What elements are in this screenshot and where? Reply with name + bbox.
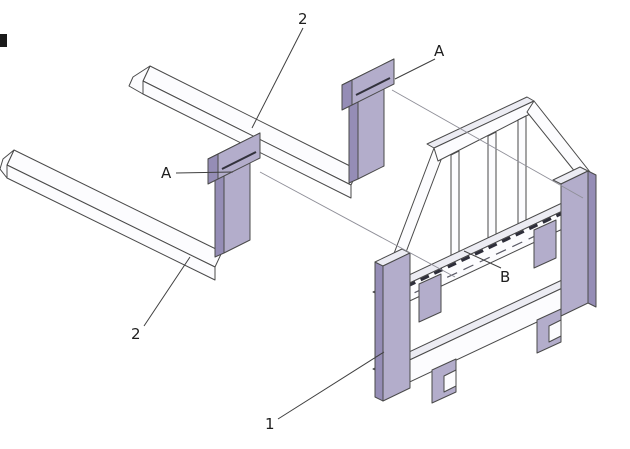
- alignment-lines: [259, 89, 584, 278]
- leader-bottom-bracket: [175, 171, 234, 174]
- label-top-fork: 2: [298, 10, 308, 28]
- leader-frame: [277, 351, 385, 420]
- left-end-plate: [382, 252, 411, 402]
- fork-hook-seat-left: [418, 273, 442, 323]
- fork-hook-seat-right: [533, 219, 557, 269]
- label-top-bracket: A: [434, 42, 445, 60]
- guard-right-diagonal: [526, 100, 591, 179]
- lower-fork-bracket-front: [217, 132, 261, 180]
- left-end-plate-side: [374, 261, 384, 402]
- upper-fork-bracket-slot: [355, 77, 391, 96]
- callouts: 2 A A 2 B 1: [131, 10, 510, 433]
- assembly-line-lower: [259, 171, 456, 278]
- label-frame: 1: [265, 415, 275, 433]
- right-end-plate: [560, 170, 589, 317]
- lower-fork-blade-front: [6, 164, 216, 281]
- label-hanger-bar: B: [500, 268, 510, 286]
- right-end-plate-side: [587, 170, 597, 308]
- guard-bar-3: [517, 115, 527, 231]
- label-bottom-fork: 2: [131, 325, 141, 343]
- guard-left-diagonal: [389, 147, 445, 269]
- leader-top-fork: [251, 27, 304, 129]
- lower-fork-bracket-side: [207, 153, 219, 185]
- leader-hanger-bar: [463, 250, 502, 269]
- leader-top-bracket: [394, 58, 436, 80]
- upper-fork-bracket-side: [341, 79, 353, 111]
- upper-fork-bracket-front: [351, 58, 395, 106]
- assembly-line-upper: [391, 89, 584, 199]
- hanger-notch-strip: [379, 201, 585, 301]
- lower-fork-blade-tip: [0, 149, 15, 179]
- upper-fork-blade-tip: [128, 65, 151, 95]
- lower-fork: [0, 132, 261, 281]
- leader-bottom-fork: [143, 256, 191, 327]
- guard-bar-2: [487, 131, 497, 245]
- carriage-frame: [372, 96, 597, 404]
- bottom-hook-right-notch: [548, 319, 562, 343]
- bottom-hook-left-notch: [443, 369, 457, 393]
- lower-fork-bracket-slot: [221, 151, 257, 170]
- guard-bar-1: [450, 150, 460, 263]
- lower-fork-blade-top: [6, 149, 223, 268]
- edge-artifact: [0, 34, 7, 47]
- label-bottom-bracket: A: [161, 164, 172, 182]
